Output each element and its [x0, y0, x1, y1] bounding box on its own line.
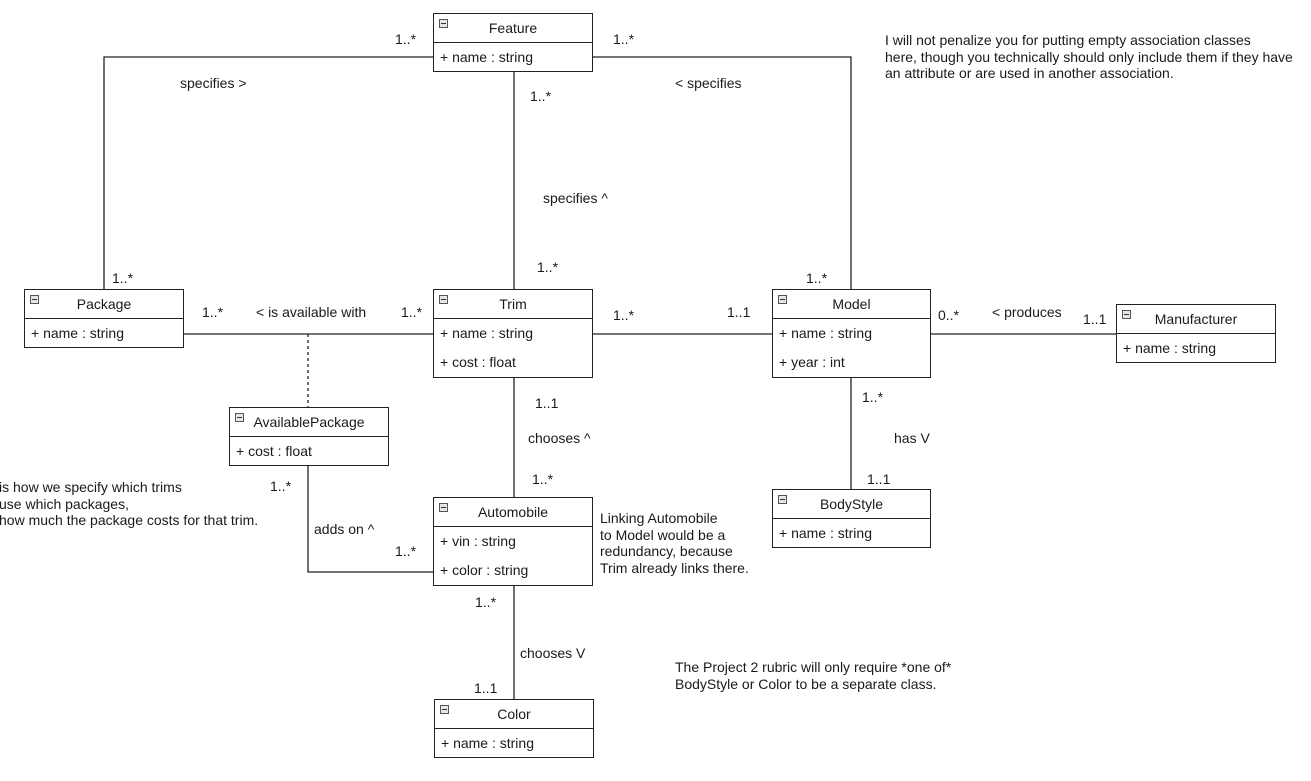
line-feature-model	[593, 56, 852, 289]
association-label: chooses V	[520, 645, 586, 661]
multiplicity: 1..*	[530, 88, 552, 104]
class-trim[interactable]: Trim + name : string + cost : float	[433, 289, 593, 378]
multiplicity: 1..*	[395, 543, 417, 559]
attribute: + name : string	[1123, 340, 1216, 356]
note-line: to Model would be a	[600, 526, 726, 543]
collapse-toggle-icon[interactable]	[439, 503, 448, 512]
attribute: + name : string	[441, 735, 534, 751]
multiplicity: 0..*	[938, 307, 960, 323]
note-line: I will not penalize you for putting empt…	[885, 32, 1251, 48]
multiplicity: 1..*	[401, 304, 423, 320]
class-model[interactable]: Model + name : string + year : int	[772, 289, 931, 378]
multiplicity: 1..*	[202, 304, 224, 320]
note-line: redundancy, because	[600, 543, 733, 559]
attribute: + color : string	[440, 562, 529, 578]
class-bodystyle[interactable]: BodyStyle + name : string	[772, 489, 931, 548]
class-automobile[interactable]: Automobile + vin : string + color : stri…	[433, 497, 593, 586]
note-automobile-redundancy: Linking Automobile to Model would be a r…	[600, 510, 749, 576]
collapse-toggle-icon[interactable]	[778, 495, 787, 504]
multiplicity: 1..*	[806, 270, 828, 286]
class-manufacturer[interactable]: Manufacturer + name : string	[1116, 304, 1276, 363]
line-package-feature	[103, 56, 433, 289]
multiplicity: 1..1	[1083, 311, 1107, 327]
attribute: + cost : float	[236, 443, 312, 459]
class-name: AvailablePackage	[253, 414, 365, 430]
note-line: The Project 2 rubric will only require *…	[675, 659, 952, 675]
attribute: + name : string	[31, 325, 124, 341]
multiplicity: 1..1	[867, 471, 891, 487]
note-line: Trim already links there.	[600, 559, 749, 576]
association-label: < specifies	[675, 75, 742, 91]
note-available-package: is how we specify which trims use which …	[0, 479, 258, 529]
association-label: adds on ^	[314, 521, 375, 537]
class-name: Model	[832, 296, 871, 312]
association-label: specifies >	[180, 75, 247, 91]
association-label: < is available with	[256, 304, 367, 320]
multiplicity: 1..*	[395, 31, 417, 47]
class-available-package[interactable]: AvailablePackage + cost : float	[229, 407, 389, 466]
collapse-toggle-icon[interactable]	[778, 295, 787, 304]
collapse-toggle-icon[interactable]	[440, 705, 449, 714]
collapse-toggle-icon[interactable]	[235, 413, 244, 422]
note-line: is how we specify which trims	[0, 479, 182, 495]
collapse-toggle-icon[interactable]	[30, 295, 39, 304]
multiplicity: 1..*	[475, 594, 497, 610]
note-line: use which packages,	[0, 495, 129, 512]
class-package[interactable]: Package + name : string	[24, 289, 184, 348]
attribute: + name : string	[440, 49, 533, 65]
collapse-toggle-icon[interactable]	[439, 19, 448, 28]
line-availablepackage-automobile	[307, 466, 433, 573]
attribute: + vin : string	[440, 533, 516, 549]
multiplicity: 1..*	[112, 270, 134, 286]
association-label: has V	[894, 430, 930, 446]
multiplicity: 1..1	[727, 304, 751, 320]
multiplicity: 1..*	[532, 471, 554, 487]
multiplicity: 1..*	[613, 31, 635, 47]
collapse-toggle-icon[interactable]	[1122, 310, 1131, 319]
collapse-toggle-icon[interactable]	[439, 295, 448, 304]
note-project-rubric: The Project 2 rubric will only require *…	[675, 659, 951, 692]
class-name: Manufacturer	[1154, 311, 1238, 327]
note-line: how much the package costs for that trim…	[0, 512, 259, 528]
note-association-classes: I will not penalize you for putting empt…	[885, 32, 1293, 82]
association-label: specifies ^	[543, 190, 608, 206]
class-name: BodyStyle	[819, 496, 884, 512]
note-line: an attribute or are used in another asso…	[885, 65, 1174, 81]
attribute: + name : string	[440, 325, 533, 341]
multiplicity: 1..*	[613, 307, 635, 323]
association-label: < produces	[992, 304, 1062, 320]
class-name: Feature	[488, 20, 538, 36]
multiplicity: 1..*	[862, 389, 884, 405]
multiplicity: 1..*	[270, 478, 292, 494]
attribute: + year : int	[779, 354, 845, 370]
note-line: BodyStyle or Color to be a separate clas…	[675, 675, 937, 692]
attribute: + name : string	[779, 525, 872, 541]
class-color[interactable]: Color + name : string	[434, 699, 594, 758]
class-name: Color	[497, 706, 531, 722]
note-line: here, though you technically should only…	[885, 48, 1293, 65]
association-label: chooses ^	[528, 430, 591, 446]
attribute: + name : string	[779, 325, 872, 341]
note-line: Linking Automobile	[600, 510, 718, 526]
attribute: + cost : float	[440, 354, 516, 370]
class-feature[interactable]: Feature + name : string	[433, 13, 593, 72]
multiplicity: 1..*	[537, 259, 559, 275]
class-name: Trim	[499, 296, 527, 312]
multiplicity: 1..1	[535, 395, 559, 411]
multiplicity: 1..1	[474, 680, 498, 696]
class-name: Package	[76, 296, 132, 312]
class-name: Automobile	[477, 504, 549, 520]
